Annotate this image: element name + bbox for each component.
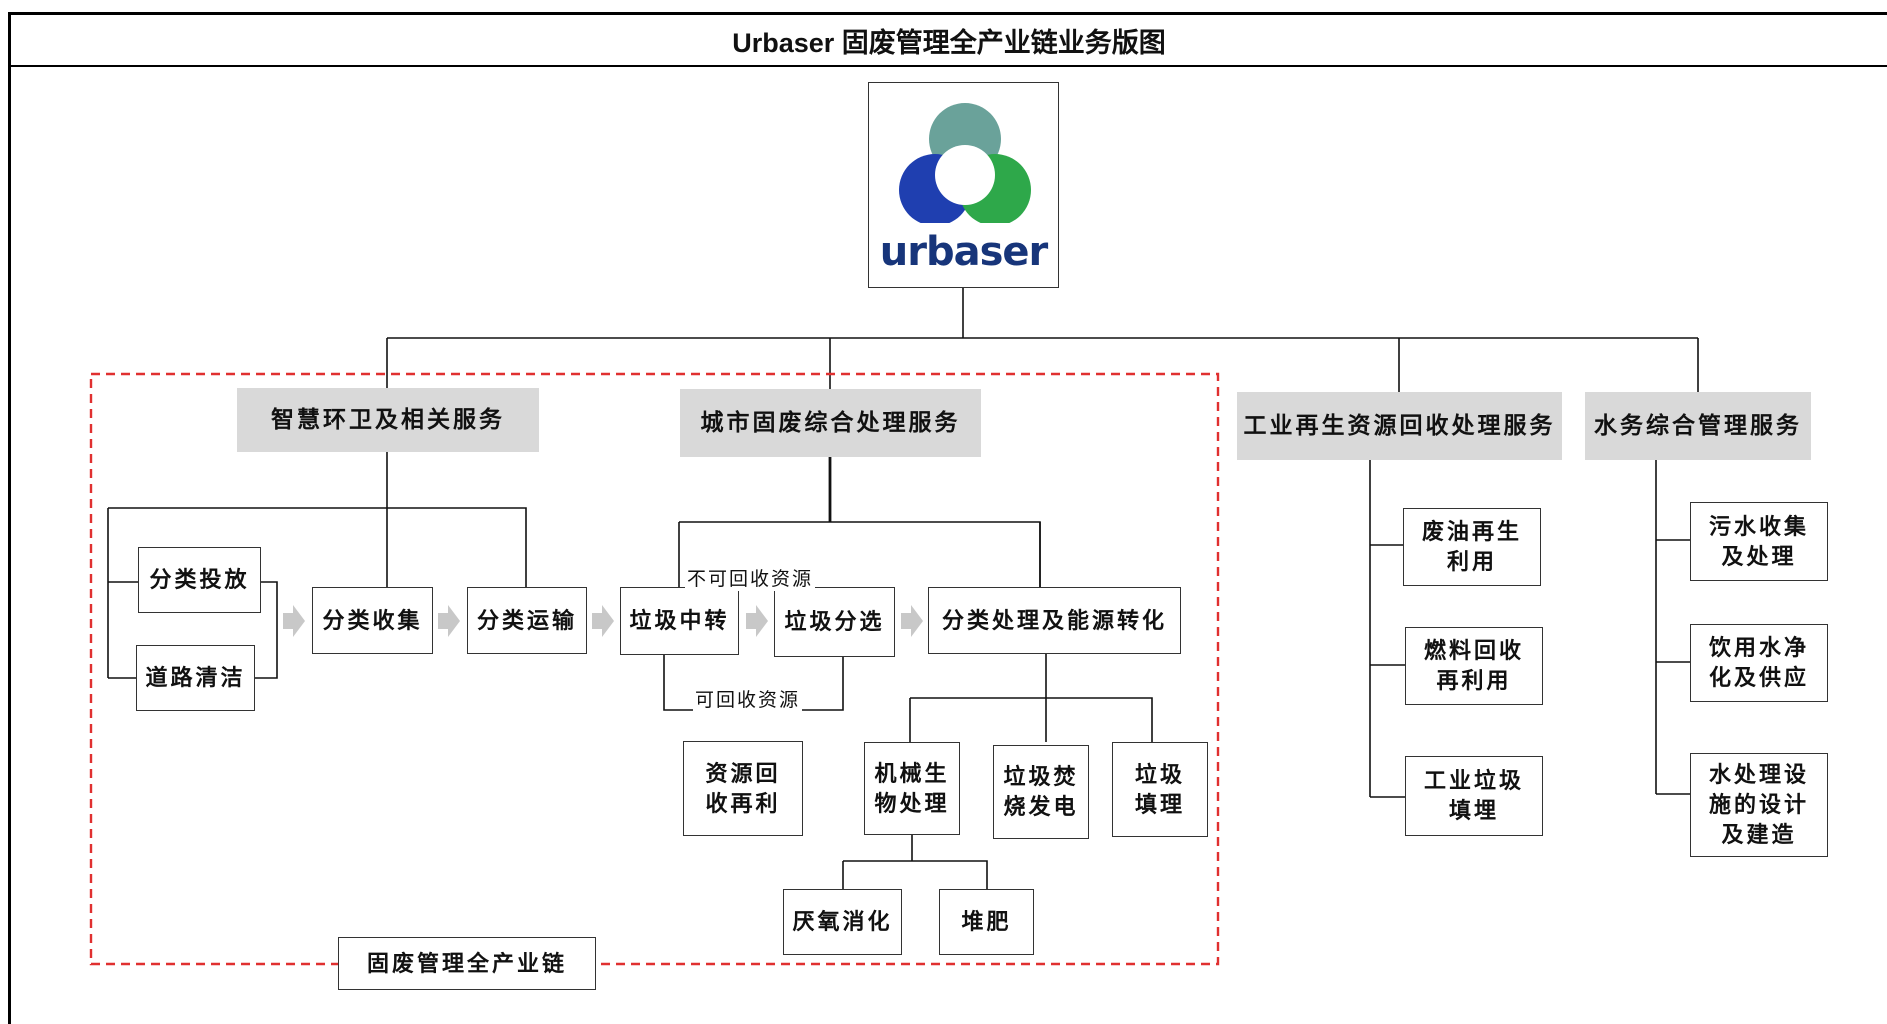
arrow-icon <box>746 605 768 637</box>
arrow-icon <box>592 605 614 637</box>
label-non-recyclable: 不可回收资源 <box>685 564 816 591</box>
node-street-cleaning: 道路清洁 <box>136 645 255 711</box>
node-sewage-collection: 污水收集及处理 <box>1690 502 1828 581</box>
urbaser-logo: urbaser <box>868 82 1059 288</box>
arrow-icon <box>901 605 923 637</box>
node-incineration-power: 垃圾焚烧发电 <box>993 745 1089 839</box>
node-compost: 堆肥 <box>939 889 1034 955</box>
chain-label: 固废管理全产业链 <box>338 937 596 990</box>
category-industrial-recycling: 工业再生资源回收处理服务 <box>1237 392 1562 460</box>
arrow-icon <box>438 605 460 637</box>
node-sorted-transport: 分类运输 <box>467 587 587 654</box>
node-anaerobic-digestion: 厌氧消化 <box>783 889 902 955</box>
node-mechanical-biological: 机械生物处理 <box>864 742 960 835</box>
category-water-management: 水务综合管理服务 <box>1585 392 1811 460</box>
category-urban-solid-waste: 城市固废综合处理服务 <box>680 389 981 457</box>
node-landfill: 垃圾填理 <box>1112 742 1208 837</box>
category-smart-sanitation: 智慧环卫及相关服务 <box>237 388 539 452</box>
node-processing-energy: 分类处理及能源转化 <box>928 587 1181 654</box>
node-water-facility: 水处理设施的设计及建造 <box>1690 753 1828 857</box>
node-waste-sorting: 垃圾分选 <box>774 587 895 657</box>
node-fuel-recovery: 燃料回收再利用 <box>1405 627 1543 705</box>
node-sorted-disposal: 分类投放 <box>138 547 261 613</box>
arrow-icon <box>283 605 305 637</box>
page-title: Urbaser 固废管理全产业链业务版图 <box>11 15 1887 67</box>
node-resource-reuse: 资源回收再利 <box>683 741 803 836</box>
outer-frame <box>8 12 1887 1024</box>
flow-arrows <box>283 605 923 637</box>
logo-circles-icon <box>899 103 1031 223</box>
node-waste-oil-recycling: 废油再生利用 <box>1403 508 1541 586</box>
node-waste-transfer: 垃圾中转 <box>620 587 739 655</box>
node-drinking-water: 饮用水净化及供应 <box>1690 624 1828 702</box>
node-sorted-collection: 分类收集 <box>312 587 433 654</box>
node-industrial-landfill: 工业垃圾填埋 <box>1405 756 1543 836</box>
logo-text: urbaser <box>879 229 1049 275</box>
label-recyclable: 可回收资源 <box>693 685 803 712</box>
